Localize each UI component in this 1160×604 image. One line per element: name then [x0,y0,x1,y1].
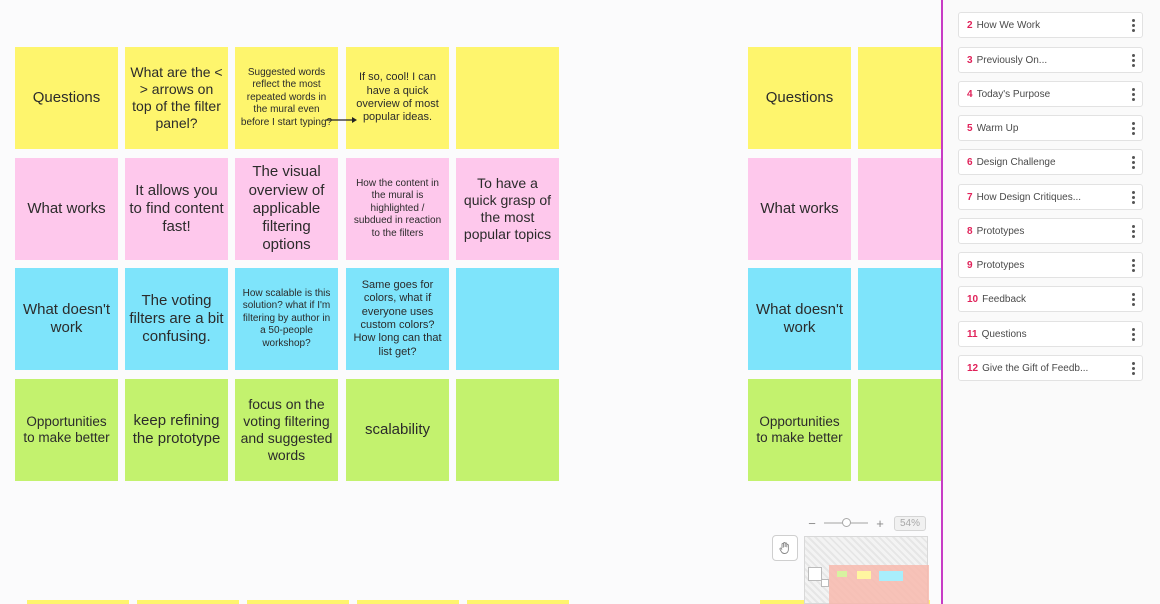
zoom-out-button[interactable]: − [808,515,816,531]
sticky-note-questions-label[interactable]: Questions [748,47,851,149]
sticky-note-what-doesnt-work-label[interactable]: What doesn't work [15,268,118,370]
sticky-note-empty[interactable] [858,158,941,260]
outline-item-number: 6 [967,156,973,168]
kebab-menu-icon[interactable] [1124,116,1142,140]
outline-sidebar: 2 How We Work 3 Previously On... 4 Today… [943,0,1160,604]
outline-item-title: Warm Up [976,122,1019,134]
outline-item-number: 7 [967,191,973,203]
sticky-note-empty[interactable] [456,379,559,481]
outline-item-title: Feedback [982,293,1027,305]
sticky-note-partial[interactable] [137,600,239,604]
minimap-object [837,571,847,577]
outline-item[interactable]: 3 Previously On... [958,47,1143,73]
sticky-note-partial[interactable] [467,600,569,604]
kebab-menu-icon[interactable] [1124,253,1142,277]
outline-item-title: Prototypes [976,259,1025,271]
mural-canvas[interactable]: Questions What are the < > arrows on top… [0,0,941,604]
outline-item[interactable]: 6 Design Challenge [958,149,1143,175]
sticky-note-opportunities-label[interactable]: Opportunities to make better [15,379,118,481]
sticky-note-questions-label[interactable]: Questions [15,47,118,149]
outline-item[interactable]: 9 Prototypes [958,252,1143,278]
kebab-menu-icon[interactable] [1124,185,1142,209]
zoom-slider-handle[interactable] [842,518,851,527]
outline-item-title: How Design Critiques... [976,191,1082,203]
sticky-note[interactable]: Suggested words reflect the most repeate… [235,47,338,149]
canvas-top-edge [820,0,930,4]
outline-item[interactable]: 7 How Design Critiques... [958,184,1143,210]
sticky-note-empty[interactable] [858,379,941,481]
sticky-note[interactable]: The voting filters are a bit confusing. [125,268,228,370]
sticky-note-empty[interactable] [858,47,941,149]
outline-item-title: Design Challenge [976,156,1056,168]
outline-item-number: 5 [967,122,973,134]
sticky-note-what-works-label[interactable]: What works [15,158,118,260]
outline-item[interactable]: 11 Questions [958,321,1143,347]
sticky-note-partial[interactable] [27,600,129,604]
kebab-menu-icon[interactable] [1124,150,1142,174]
zoom-control: − + 54% [806,514,928,532]
hand-icon [779,542,789,554]
kebab-menu-icon[interactable] [1124,48,1142,72]
outline-item-number: 9 [967,259,973,271]
kebab-menu-icon[interactable] [1124,322,1142,346]
sticky-note-opportunities-label[interactable]: Opportunities to make better [748,379,851,481]
hand-tool-button[interactable] [772,535,798,561]
zoom-slider[interactable] [824,518,868,527]
outline-item[interactable]: 10 Feedback [958,286,1143,312]
sticky-note[interactable]: keep refining the prototype [125,379,228,481]
sticky-note-partial[interactable] [247,600,349,604]
sticky-note-empty[interactable] [858,268,941,370]
sticky-note[interactable]: To have a quick grasp of the most popula… [456,158,559,260]
outline-item[interactable]: 12 Give the Gift of Feedb... [958,355,1143,381]
sticky-note-empty[interactable] [456,268,559,370]
minimap-object [857,571,871,579]
sticky-note[interactable]: The visual overview of applicable filter… [235,158,338,260]
minimap-object [879,571,903,581]
sticky-note-what-doesnt-work-label[interactable]: What doesn't work [748,268,851,370]
sticky-note[interactable]: scalability [346,379,449,481]
sticky-note-what-works-label[interactable]: What works [748,158,851,260]
sticky-note-empty[interactable] [456,47,559,149]
outline-item-number: 2 [967,19,973,31]
outline-item[interactable]: 2 How We Work [958,12,1143,38]
outline-item-title: How We Work [976,19,1041,31]
sticky-note[interactable]: Same goes for colors, what if everyone u… [346,268,449,370]
outline-item-number: 12 [967,362,979,374]
kebab-menu-icon[interactable] [1124,356,1142,380]
outline-item-number: 3 [967,54,973,66]
kebab-menu-icon[interactable] [1124,219,1142,243]
kebab-menu-icon[interactable] [1124,82,1142,106]
sticky-note[interactable]: How the content in the mural is highligh… [346,158,449,260]
outline-item-number: 4 [967,88,973,100]
outline-item-title: Today's Purpose [976,88,1051,100]
minimap[interactable] [804,536,929,604]
sticky-note[interactable]: How scalable is this solution? what if I… [235,268,338,370]
sticky-note[interactable]: It allows you to find content fast! [125,158,228,260]
zoom-in-button[interactable]: + [876,515,884,531]
sticky-note[interactable]: What are the < > arrows on top of the fi… [125,47,228,149]
outline-item-title: Give the Gift of Feedb... [982,362,1089,374]
outline-item[interactable]: 5 Warm Up [958,115,1143,141]
minimap-object [808,567,822,581]
sticky-note-partial[interactable] [357,600,459,604]
outline-item-title: Previously On... [976,54,1048,66]
outline-item-number: 11 [967,328,978,340]
sticky-note[interactable]: focus on the voting filtering and sugges… [235,379,338,481]
sticky-note[interactable]: If so, cool! I can have a quick overview… [346,47,449,149]
zoom-level[interactable]: 54% [894,515,927,531]
outline-item[interactable]: 8 Prototypes [958,218,1143,244]
outline-item-number: 10 [967,293,979,305]
panel-divider[interactable] [941,0,943,604]
outline-item-title: Prototypes [976,225,1025,237]
arrow-right-icon[interactable] [325,115,358,125]
outline-item-title: Questions [981,328,1027,340]
outline-item-number: 8 [967,225,973,237]
minimap-object [821,579,829,587]
kebab-menu-icon[interactable] [1124,287,1142,311]
kebab-menu-icon[interactable] [1124,13,1142,37]
outline-item[interactable]: 4 Today's Purpose [958,81,1143,107]
